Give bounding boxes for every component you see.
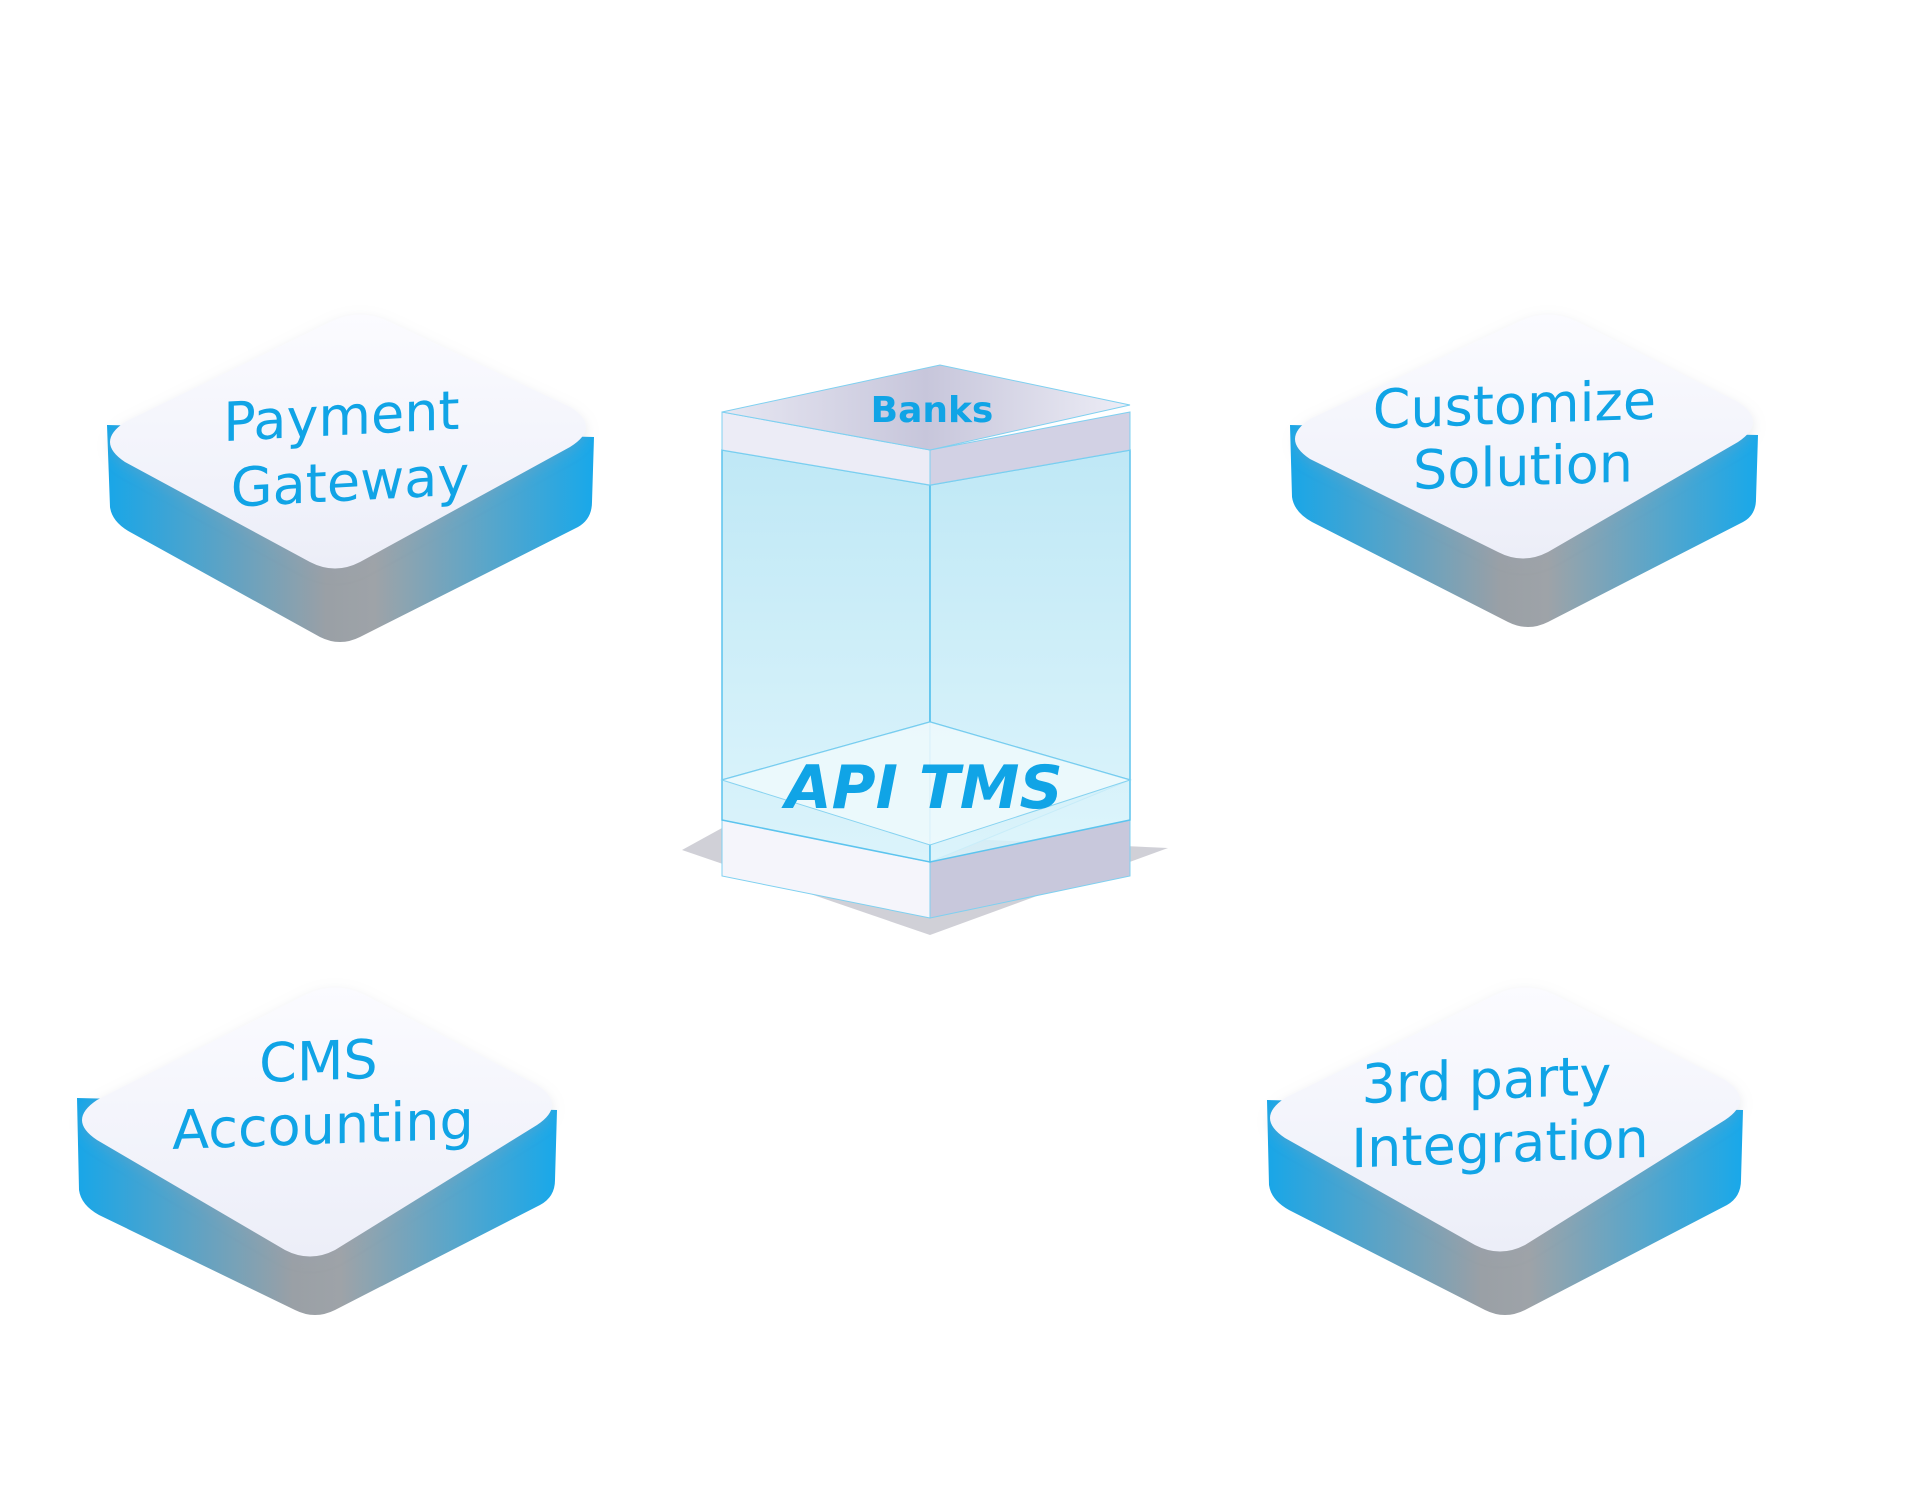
node-label-line: CMS <box>259 1028 378 1095</box>
tile-top <box>110 314 586 569</box>
node-label-line: Solution <box>1413 431 1633 502</box>
svg-text:Customize Solution: Customize Solution <box>1373 368 1674 503</box>
node-customize-solution: Customize Solution <box>1290 314 1758 627</box>
banks-label: Banks <box>871 390 994 431</box>
node-label-line: 3rd party <box>1362 1044 1612 1116</box>
node-label-line: Accounting <box>172 1088 473 1162</box>
node-cms-accounting: CMS Accounting <box>77 987 557 1315</box>
cap-side-right <box>929 411 1131 486</box>
svg-text:CMS Accounting: CMS Accounting <box>172 1024 473 1162</box>
tile-top <box>82 987 552 1257</box>
node-label-line: Gateway <box>231 444 469 519</box>
node-label-line: Payment <box>223 379 459 454</box>
tile-top <box>1295 314 1753 559</box>
node-label-line: Customize <box>1373 369 1656 442</box>
api-tms-label: API TMS <box>781 753 1062 823</box>
tile-top <box>1270 987 1740 1252</box>
svg-text:3rd party Integration: 3rd party Integration <box>1351 1043 1648 1180</box>
floor-plate <box>720 721 1132 846</box>
node-payment-gateway: Payment Gateway <box>107 314 594 642</box>
node-label-line: Integration <box>1351 1107 1648 1180</box>
center-column: Banks API TMS <box>682 364 1168 935</box>
cap-top <box>721 364 1131 451</box>
node-third-party-integration: 3rd party Integration <box>1267 987 1743 1315</box>
svg-text:Payment Gateway: Payment Gateway <box>223 378 476 520</box>
